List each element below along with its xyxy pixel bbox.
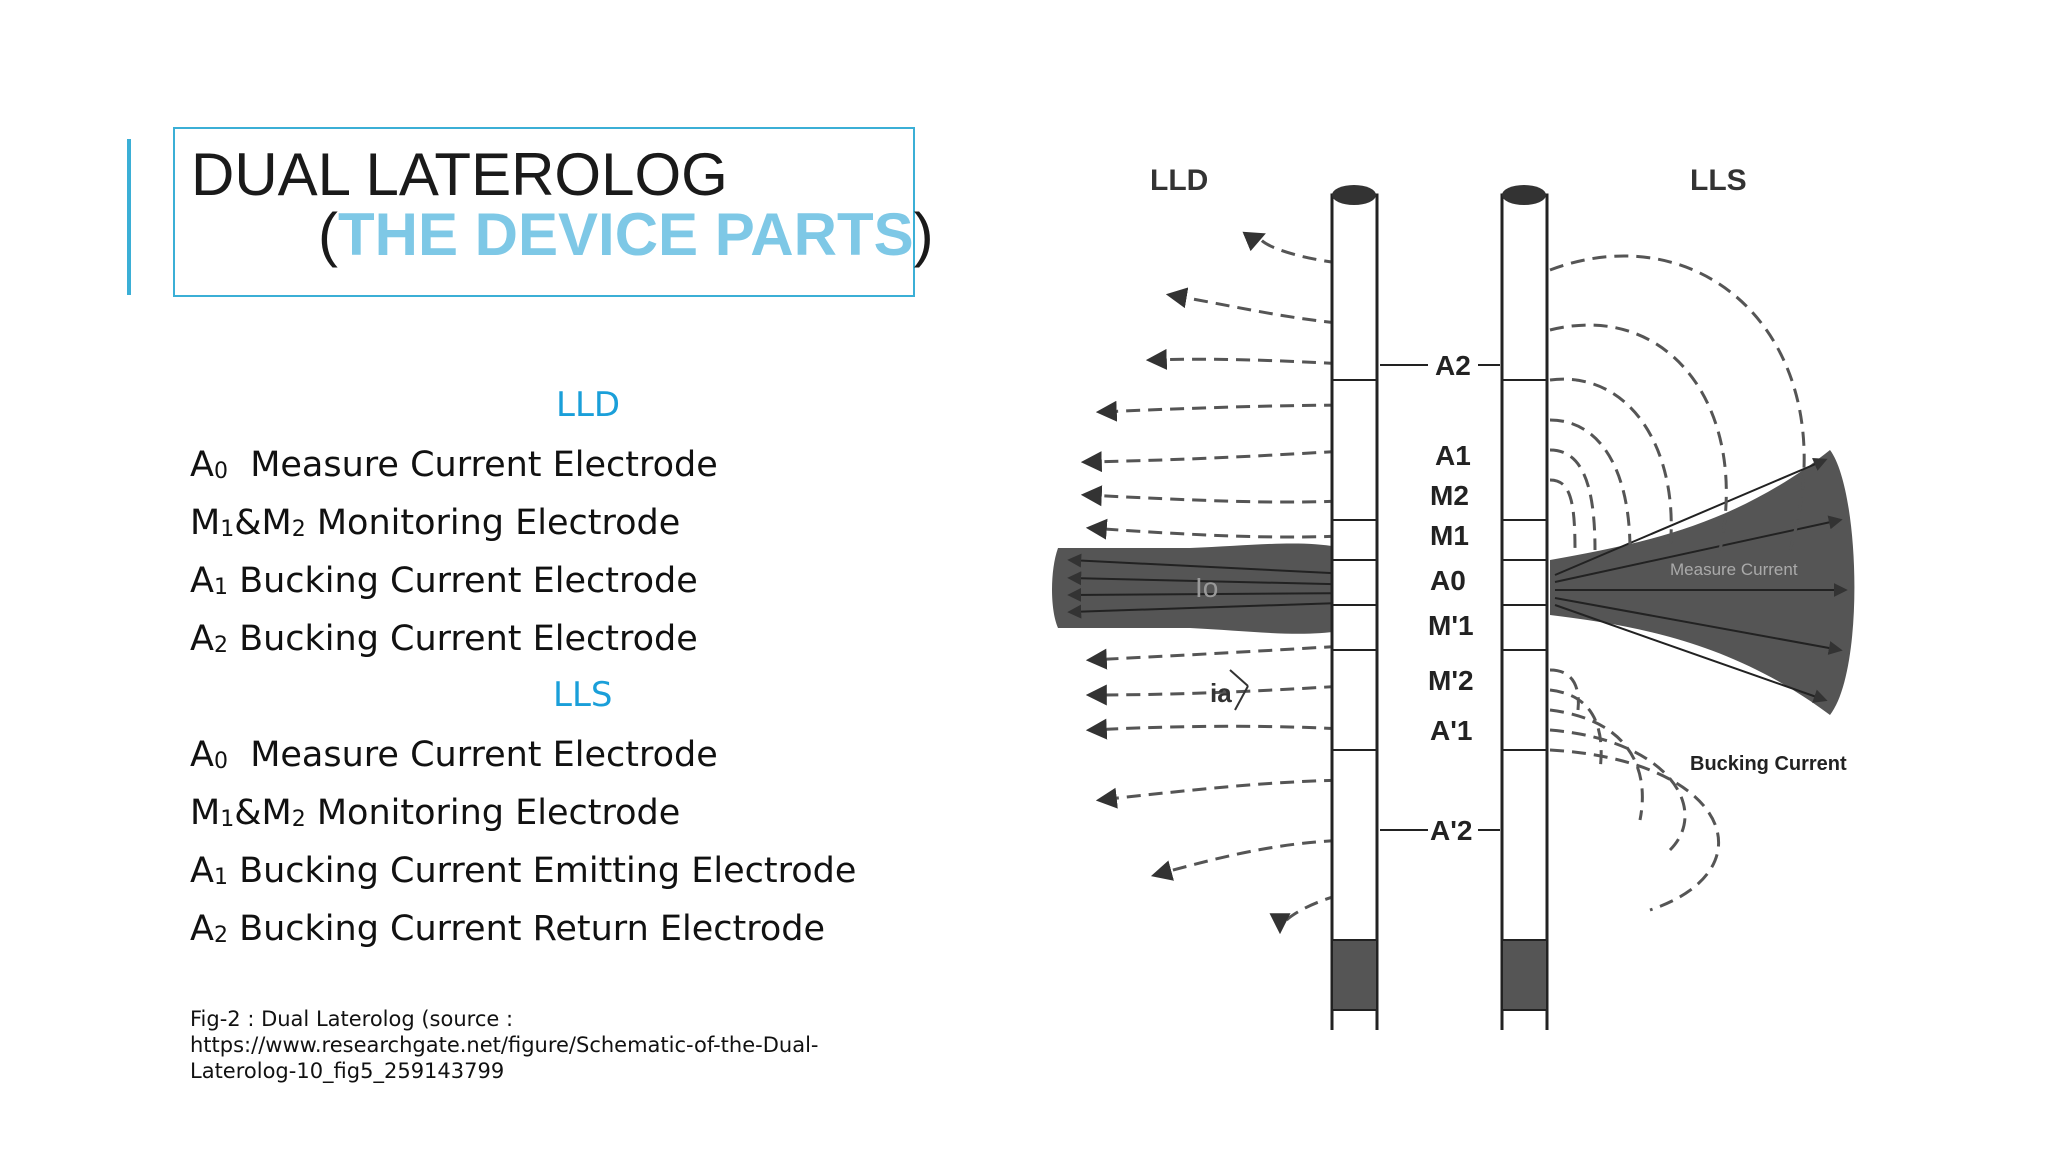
dual-laterolog-diagram: LLD LLS Io ia — [1052, 164, 1855, 1030]
electrode-label-m1p: M'1 — [1428, 610, 1474, 641]
subtitle-paren-open: ( — [318, 201, 338, 268]
lls-item-m1m2: M1&M2 Monitoring Electrode — [190, 793, 681, 833]
lld-item-a1: A1 Bucking Current Electrode — [190, 561, 698, 601]
lld-sonde — [1330, 185, 1379, 1030]
subtitle-accent-text: THE DEVICE PARTS — [337, 201, 914, 268]
electrode-label-m1: M1 — [1430, 520, 1469, 551]
electrode-labels: A2 A1 M2 M1 A0 M'1 M'2 A'1 A'2 — [1428, 350, 1474, 846]
diagram-label-ia: ia — [1210, 678, 1232, 708]
subtitle-paren-close: ) — [913, 201, 934, 268]
lld-beam-arrows — [1067, 553, 1371, 619]
electrode-label-a1p: A'1 — [1430, 715, 1472, 746]
lls-measure-current-beam — [1550, 450, 1855, 715]
lls-bucking-current-lines — [1549, 254, 1806, 912]
electrode-label-m2: M2 — [1430, 480, 1469, 511]
lld-item-m1m2: M1&M2 Monitoring Electrode — [190, 503, 681, 543]
lld-heading: LLD — [556, 385, 621, 425]
page-title: DUAL LATEROLOG — [191, 141, 728, 208]
caption-line-2: https://www.researchgate.net/figure/Sche… — [190, 1033, 819, 1057]
electrode-label-a2: A2 — [1435, 350, 1471, 381]
lld-item-a2: A2 Bucking Current Electrode — [190, 619, 698, 659]
lls-heading: LLS — [553, 675, 613, 715]
caption-line-1: Fig-2 : Dual Laterolog (source : — [190, 1007, 514, 1031]
title-accent-bar — [127, 139, 131, 295]
diagram-label-io: Io — [1195, 572, 1218, 603]
lls-item-a0: A0 Measure Current Electrode — [190, 735, 718, 775]
lls-item-a2: A2 Bucking Current Return Electrode — [190, 909, 826, 949]
page-subtitle: (THE DEVICE PARTS) — [318, 203, 934, 267]
lls-beam-arrows — [1554, 457, 1848, 703]
electrode-label-a1: A1 — [1435, 440, 1471, 471]
diagram-label-bucking-current: Bucking Current — [1690, 753, 1847, 775]
lls-sonde — [1500, 185, 1549, 1030]
lld-measure-current-beam — [1052, 543, 1375, 634]
figure-caption: Fig-2 : Dual Laterolog (source : https:/… — [190, 1006, 890, 1084]
ia-pointer — [1229, 669, 1249, 711]
lls-item-a1: A1 Bucking Current Emitting Electrode — [190, 851, 857, 891]
lld-item-a0: A0 Measure Current Electrode — [190, 445, 718, 485]
diagram-label-lls: LLS — [1690, 164, 1747, 197]
diagram-label-lld: LLD — [1150, 164, 1208, 197]
electrode-label-a0: A0 — [1430, 565, 1466, 596]
electrode-label-m2p: M'2 — [1428, 665, 1474, 696]
electrode-label-a2p: A'2 — [1430, 815, 1472, 846]
diagram-label-measure-current: Measure Current — [1670, 560, 1798, 579]
electrode-pointers — [1380, 364, 1500, 831]
title-box: DUAL LATEROLOG (THE DEVICE PARTS) — [173, 127, 934, 297]
caption-line-3: Laterolog-10_fig5_259143799 — [190, 1059, 505, 1083]
